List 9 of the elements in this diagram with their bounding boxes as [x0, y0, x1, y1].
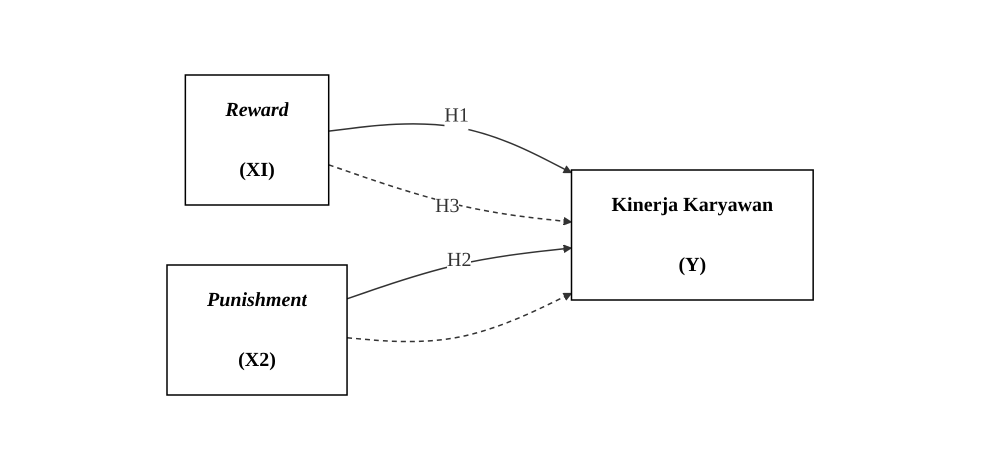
edge-label: H3	[436, 194, 460, 217]
node-box: Kinerja Karyawan (Y)	[571, 169, 814, 301]
arrow	[329, 123, 572, 174]
edge-label: H2	[447, 249, 472, 271]
edge-label: H1	[444, 104, 470, 126]
arrow	[347, 292, 572, 342]
arrow	[347, 244, 572, 300]
node-box: Reward (XI)	[185, 74, 330, 206]
arrow	[328, 164, 572, 226]
